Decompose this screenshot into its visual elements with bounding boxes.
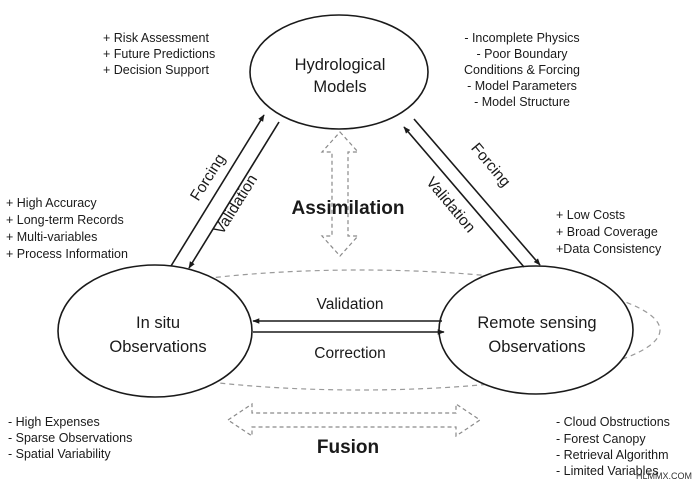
list-item: - Retrieval Algorithm: [556, 448, 669, 462]
fusion-arrow: [226, 402, 482, 438]
list-item: Conditions & Forcing: [464, 63, 580, 77]
left-forcing-arrow: [170, 114, 265, 267]
assimilation-label: Assimilation: [292, 198, 405, 219]
insitu-pros-list: + High Accuracy + Long-term Records + Mu…: [6, 196, 128, 261]
list-item: + Broad Coverage: [556, 225, 658, 239]
list-item: + Long-term Records: [6, 213, 124, 227]
remote-label-line2: Observations: [488, 338, 585, 356]
hydro-cons-list: - Incomplete Physics - Poor Boundary Con…: [464, 31, 580, 109]
list-item: + High Accuracy: [6, 196, 97, 210]
list-item: - Cloud Obstructions: [556, 415, 670, 429]
left-validation-arrow: [188, 121, 280, 269]
hydrological-models-node: [249, 14, 429, 130]
insitu-label-line1: In situ: [136, 314, 180, 332]
fusion-label: Fusion: [317, 437, 379, 458]
left-validation-label: Validation: [211, 172, 261, 238]
remote-pros-list: + Low Costs + Broad Coverage +Data Consi…: [556, 208, 662, 256]
list-item: + Decision Support: [103, 63, 209, 77]
list-item: + Process Information: [6, 247, 128, 261]
list-item: + Low Costs: [556, 208, 625, 222]
list-item: + Multi-variables: [6, 230, 97, 244]
hydro-pros-list: + Risk Assessment + Future Predictions +…: [103, 31, 215, 77]
list-item: - Model Structure: [474, 95, 570, 109]
in-situ-observations-node: [57, 264, 253, 398]
middle-validation-label: Validation: [317, 296, 384, 313]
right-validation-arrow: [403, 126, 525, 268]
hydro-label-line2: Models: [313, 78, 366, 96]
list-item: +Data Consistency: [556, 242, 662, 256]
list-item: - Limited Variables: [556, 464, 659, 478]
left-forcing-label: Forcing: [187, 151, 229, 204]
watermark: HLMMX.COM: [636, 471, 692, 481]
list-item: - Sparse Observations: [8, 431, 132, 445]
remote-label-line1: Remote sensing: [477, 314, 596, 332]
list-item: - Model Parameters: [467, 79, 577, 93]
hydro-label-line1: Hydrological: [295, 56, 386, 74]
list-item: - Poor Boundary: [476, 47, 568, 61]
list-item: - Spatial Variability: [8, 447, 111, 461]
list-item: - Incomplete Physics: [464, 31, 579, 45]
insitu-cons-list: - High Expenses - Sparse Observations - …: [8, 415, 132, 461]
insitu-label-line2: Observations: [109, 338, 206, 356]
list-item: + Future Predictions: [103, 47, 215, 61]
remote-cons-list: - Cloud Obstructions - Forest Canopy - R…: [556, 415, 670, 478]
assimilation-arrow: [320, 131, 360, 257]
list-item: - Forest Canopy: [556, 432, 646, 446]
list-item: + Risk Assessment: [103, 31, 209, 45]
right-forcing-arrow: [413, 118, 541, 266]
middle-correction-label: Correction: [314, 345, 386, 362]
list-item: - High Expenses: [8, 415, 100, 429]
right-forcing-label: Forcing: [467, 140, 513, 191]
